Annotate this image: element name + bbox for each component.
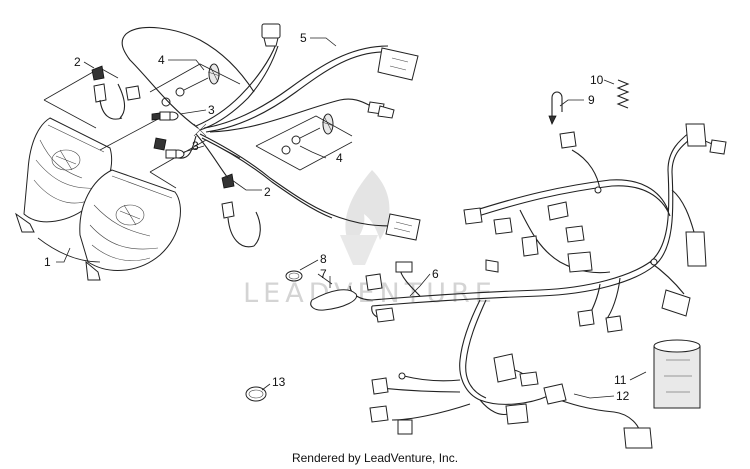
spring bbox=[616, 79, 630, 109]
watermark: LEADVENTURE bbox=[243, 170, 492, 309]
callout-5: 5 bbox=[300, 31, 307, 45]
callout-3-upper: 3 bbox=[208, 103, 215, 117]
bulb-lower bbox=[153, 137, 185, 159]
callout-6: 6 bbox=[432, 267, 439, 281]
callout-11: 11 bbox=[614, 373, 627, 387]
callout-8: 8 bbox=[320, 252, 327, 266]
callout-9: 9 bbox=[588, 93, 595, 107]
watermark-flame-icon bbox=[340, 170, 390, 265]
adjuster-reference-box bbox=[149, 63, 353, 171]
adjuster-upper bbox=[161, 63, 221, 107]
callout-12: 12 bbox=[616, 389, 630, 403]
callout-1: 1 bbox=[44, 255, 51, 269]
callout-4-upper: 4 bbox=[158, 53, 165, 67]
clamp-ring bbox=[245, 386, 267, 402]
headlight-right bbox=[79, 169, 181, 281]
callouts: 1 2 2 3 3 4 4 5 6 7 8 9 10 11 12 13 bbox=[44, 31, 630, 403]
bulb-upper bbox=[151, 111, 179, 121]
callout-10: 10 bbox=[590, 73, 604, 87]
clamp-small bbox=[285, 270, 303, 282]
callout-2-lower: 2 bbox=[264, 185, 271, 199]
callout-4-lower: 4 bbox=[336, 151, 343, 165]
render-credit: Rendered by LeadVenture, Inc. bbox=[291, 451, 459, 465]
fastener bbox=[548, 91, 563, 125]
callout-13: 13 bbox=[272, 375, 286, 389]
bulb-socket-upper bbox=[91, 65, 141, 120]
adjuster-lower bbox=[281, 113, 335, 155]
callout-3-lower: 3 bbox=[192, 139, 199, 153]
callout-2-upper: 2 bbox=[74, 55, 81, 69]
callout-7: 7 bbox=[320, 267, 327, 281]
sleeve bbox=[653, 339, 701, 409]
cable-tie bbox=[310, 276, 358, 311]
headlight-harness bbox=[121, 23, 421, 241]
main-harness bbox=[349, 123, 727, 449]
callout-leaders bbox=[56, 37, 647, 399]
bulb-socket-lower bbox=[221, 173, 261, 248]
